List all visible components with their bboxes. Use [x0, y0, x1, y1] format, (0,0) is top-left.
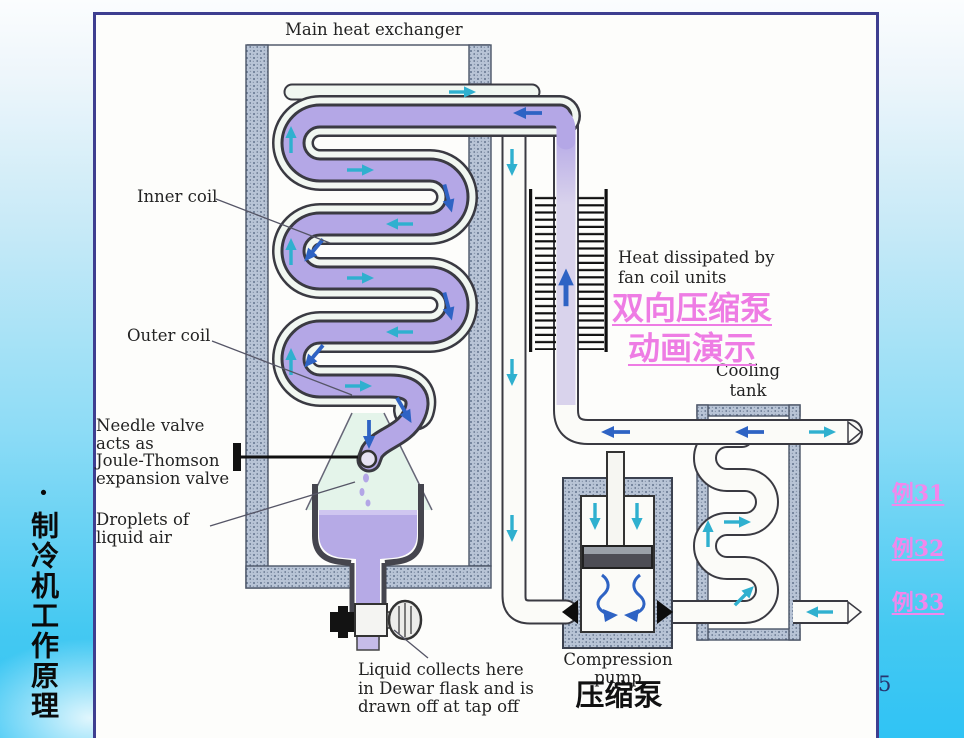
example-link-31[interactable]: 例31	[891, 481, 945, 507]
example-link-33[interactable]: 例33	[891, 590, 945, 616]
label-liquid-collects: Liquid collects here in Dewar flask and …	[358, 660, 534, 717]
sidebar-vertical-title: ·制冷机工作原理	[27, 476, 60, 721]
label-compression-pump: Compression pump	[558, 651, 678, 687]
compression-pump-line1: Compression	[563, 650, 673, 669]
animation-link-line1[interactable]: 双向压缩泵	[611, 289, 772, 327]
needle-valve-line3: Joule-Thomson	[96, 451, 220, 470]
liquid-collects-line1: Liquid collects here	[358, 660, 524, 679]
label-heat-dissipated: Heat dissipated by fan coil units	[618, 248, 774, 288]
label-cooling-tank: Cooling tank	[692, 361, 804, 401]
compression-pump-line2: pump	[594, 668, 642, 687]
needle-valve-line2: acts as	[96, 433, 154, 453]
page-number: 5	[878, 672, 892, 696]
needle-valve-line4: expansion valve	[96, 468, 230, 488]
label-outer-coil: Outer coil	[127, 326, 211, 345]
label-inner-coil: Inner coil	[137, 187, 218, 206]
needle-valve-line1: Needle valve	[96, 416, 205, 435]
liquid-collects-line3: drawn off at tap off	[358, 697, 519, 716]
label-needle-valve: Needle valve acts as Joule-Thomson expan…	[96, 417, 229, 487]
heat-dissipated-line1: Heat dissipated by	[618, 248, 775, 267]
cooling-tank-line2: tank	[729, 381, 767, 400]
animation-link-line2[interactable]: 动画演示	[627, 329, 756, 367]
cooling-tank-line1: Cooling	[715, 361, 781, 380]
liquid-collects-line2: in Dewar flask and is	[358, 678, 534, 698]
droplets-line2: liquid air	[96, 527, 172, 547]
label-main-heat-exchanger: Main heat exchanger	[285, 20, 463, 39]
label-droplets: Droplets of liquid air	[96, 511, 189, 546]
animation-demo-link[interactable]: 双向压缩泵 动画演示	[592, 288, 792, 368]
droplets-line1: Droplets of	[96, 510, 190, 529]
caption-compression-pump-cn: 压缩泵	[575, 680, 663, 712]
heat-dissipated-line2: fan coil units	[618, 268, 727, 287]
example-link-32[interactable]: 例32	[891, 536, 945, 562]
